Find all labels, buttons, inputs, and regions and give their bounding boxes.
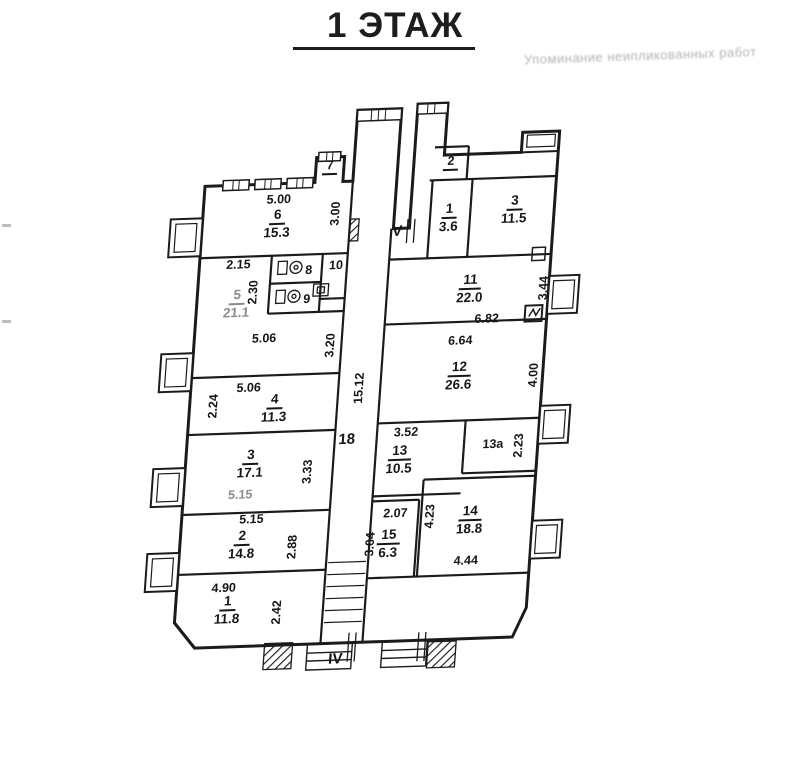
sink-icon	[312, 282, 330, 297]
window-bays-right	[528, 273, 581, 560]
interior-walls	[177, 145, 557, 643]
room-label-7: 7	[321, 158, 338, 176]
room-number: 5	[228, 287, 246, 306]
dim-3.44: 3.44	[535, 275, 552, 301]
bay-top-bottom	[521, 150, 559, 154]
dim-3.33: 3.33	[299, 459, 316, 485]
room-area: 17.1	[236, 464, 264, 481]
dim-4.23: 4.23	[421, 503, 438, 529]
room-number: 11	[458, 272, 483, 291]
room-number: 4	[266, 391, 284, 410]
dim-3.00: 3.00	[327, 201, 344, 227]
scan-artifact	[2, 224, 11, 227]
room-number: 3	[506, 193, 524, 211]
dim-15.12: 15.12	[350, 372, 367, 405]
window-mullions	[232, 103, 436, 191]
corridor-label-18: 18	[337, 430, 356, 449]
room-number: 15	[376, 527, 401, 546]
dim-5.15: 5.15	[238, 511, 265, 527]
room-number: 14	[458, 503, 483, 522]
dim-2.88: 2.88	[284, 534, 300, 560]
room-area: 3.6	[438, 218, 459, 234]
room-number: 2	[233, 528, 251, 547]
room-area: 14.8	[227, 545, 255, 562]
dimension-ticks	[346, 218, 427, 662]
dim-3.04: 3.04	[362, 531, 378, 557]
room-label-10: 10	[328, 257, 344, 273]
dim-2.07: 2.07	[382, 505, 409, 521]
room-label-2r: 2	[442, 154, 459, 171]
room-number: 7	[321, 158, 338, 176]
room-area: 10.5	[384, 460, 413, 477]
dim-3.20: 3.20	[322, 332, 338, 358]
dim-4.00: 4.00	[525, 362, 542, 388]
plan-walls	[143, 101, 581, 671]
watermark-smudge	[600, 72, 670, 80]
dim-6.64: 6.64	[447, 333, 473, 348]
dim-5.00: 5.00	[266, 191, 292, 207]
dim-2.24: 2.24	[205, 393, 221, 419]
telecom-box-icon	[530, 246, 547, 262]
entrance-mark-v: V	[391, 222, 403, 240]
room-area: 26.6	[444, 376, 472, 393]
dim-2.23: 2.23	[510, 433, 527, 458]
room-label-9: 9	[302, 291, 311, 307]
dim-5.15-gray: 5.15	[227, 487, 253, 503]
floor-number: 1 ЭТАЖ	[293, 6, 476, 50]
room-label-8: 8	[304, 262, 313, 278]
windows-top	[221, 102, 449, 192]
room-number: 2	[442, 154, 459, 171]
room-area: 18.8	[455, 520, 483, 537]
window-bays-left	[143, 217, 204, 594]
hatched-wall	[262, 218, 457, 671]
porch-steps	[304, 639, 429, 671]
dim-6.82: 6.82	[474, 311, 500, 327]
room-number: 13	[387, 443, 412, 461]
toilet-icon	[274, 260, 303, 305]
dim-5.06b: 5.06	[236, 380, 262, 396]
dim-2.30: 2.30	[245, 279, 261, 305]
page-title: 1 ЭТАЖ	[293, 6, 487, 50]
room-area: 11.3	[260, 408, 287, 425]
bay-window-top	[526, 133, 557, 148]
dim-3.52: 3.52	[393, 424, 419, 440]
room-number: 1	[219, 593, 236, 612]
room-area: 15.3	[262, 224, 291, 241]
watermark-text: Упоминание неипликованных работ	[523, 44, 757, 68]
dim-4.44: 4.44	[453, 553, 479, 568]
scan-artifact	[2, 320, 11, 323]
dim-4.90: 4.90	[211, 580, 237, 596]
room-area: 22.0	[455, 289, 483, 306]
room-area: 21.1	[222, 304, 250, 321]
dim-2.15: 2.15	[225, 257, 252, 272]
room-label-13a: 13а	[481, 436, 504, 452]
room-number: 1	[441, 201, 458, 219]
electric-panel-icon	[523, 304, 544, 323]
entrance-mark-iv: IV	[327, 650, 344, 668]
room-area: 11.5	[500, 209, 528, 226]
stairs-rungs	[323, 560, 367, 624]
room-area: 6.3	[377, 544, 398, 560]
dim-2.42: 2.42	[268, 599, 285, 625]
room-area: 11.8	[213, 610, 240, 627]
dim-5.06: 5.06	[251, 330, 277, 346]
room-number: 12	[447, 359, 472, 378]
room-number: 6	[269, 207, 286, 225]
room-number: 3	[242, 447, 260, 466]
